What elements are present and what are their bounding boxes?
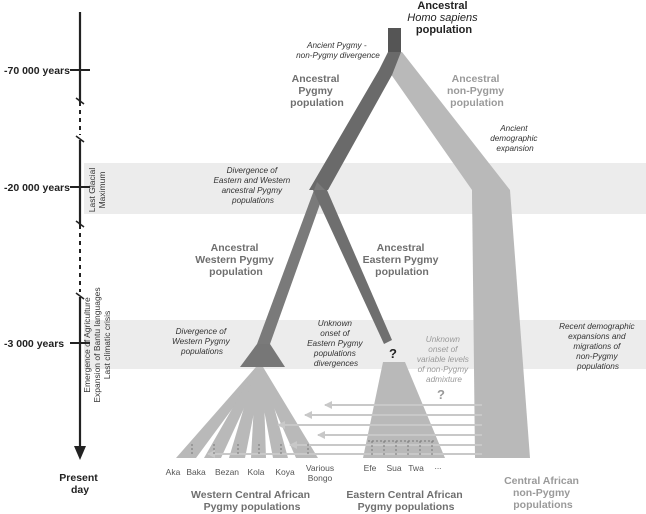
pop-label-sua: Sua	[386, 463, 401, 473]
eastern-population-labels: Efe Sua Twa ...	[364, 461, 442, 473]
ancestral-western-label: Ancestral Western Pygmy population	[195, 242, 277, 278]
ancestral-pygmy-label: Ancestral Pygmy population	[290, 73, 344, 109]
svg-text:Maximum: Maximum	[97, 172, 107, 209]
eastern-question-mark: ?	[389, 346, 397, 361]
pygmy-divergence-annotation: Ancient Pygmy - non-Pygmy divergence	[296, 41, 380, 60]
demographic-expansion-annotation: Ancient demographic expansion	[490, 124, 540, 153]
western-branch	[257, 182, 325, 344]
ancestral-homo-sapiens-label: Ancestral Homo sapiens population	[407, 0, 480, 36]
fan-finger-bongo	[256, 367, 318, 458]
western-fan	[176, 367, 318, 458]
nonpygmy-branch	[472, 190, 530, 458]
population-terminals	[191, 440, 436, 456]
pop-label-kola: Kola	[247, 467, 264, 477]
pygmy-lineage	[309, 52, 401, 190]
western-node	[240, 344, 285, 367]
fan-finger-bezan	[229, 367, 263, 458]
svg-text:Emergence of Agriculture: Emergence of Agriculture	[82, 297, 92, 393]
timeline	[70, 12, 90, 460]
present-day-label: Present day	[59, 472, 100, 496]
pop-label-bongo: Bongo	[308, 473, 333, 483]
fan-finger-aka	[176, 367, 263, 458]
east-west-divergence-annotation: Divergence of Eastern and Western ancest…	[213, 166, 292, 205]
pop-label-efe: Efe	[364, 463, 377, 473]
lgm-label: Last Glacial Maximum	[87, 168, 107, 213]
western-group-label: Western Central African Pygmy population…	[191, 489, 313, 513]
fan-finger-koya	[256, 367, 288, 458]
ancestral-eastern-label: Ancestral Eastern Pygmy population	[363, 242, 442, 278]
western-divergence-annotation: Divergence of Western Pygmy populations	[172, 327, 232, 356]
nonpygmy-group-label: Central African non-Pygmy populations	[504, 475, 582, 511]
eastern-group-label: Eastern Central African Pygmy population…	[346, 489, 465, 513]
western-population-labels: Aka Baka Bezan Kola Koya Various Bongo	[166, 463, 334, 483]
admixture-unknown-annotation: Unknown onset of variable levels of non-…	[417, 335, 471, 384]
fan-finger-baka	[204, 367, 263, 458]
lgm-band	[84, 163, 646, 214]
tick-label-20000: -20 000 years	[4, 182, 70, 194]
pop-label-koya: Koya	[275, 467, 295, 477]
ancestral-stem	[388, 28, 401, 52]
pop-label-ellipsis: ...	[434, 461, 441, 471]
tick-label-3000: -3 000 years	[4, 338, 64, 350]
pop-label-aka: Aka	[166, 467, 181, 477]
pop-label-baka: Baka	[186, 467, 206, 477]
admixture-arrows	[207, 401, 482, 458]
recent-expansion-annotation: Recent demographic expansions and migrat…	[559, 322, 637, 371]
svg-text:Last Glacial: Last Glacial	[87, 168, 97, 213]
pop-label-bezan: Bezan	[215, 467, 239, 477]
pop-label-twa: Twa	[408, 463, 424, 473]
admixture-question-mark: ?	[437, 387, 445, 402]
pop-label-various: Various	[306, 463, 334, 473]
holocene-band	[84, 320, 646, 369]
svg-text:Expansion of Bantu languages: Expansion of Bantu languages	[92, 287, 102, 402]
ancestral-nonpygmy-label: Ancestral non-Pygmy population	[447, 73, 507, 109]
svg-text:Last climatic crisis: Last climatic crisis	[102, 311, 112, 379]
tick-label-70000: -70 000 years	[4, 65, 70, 77]
eastern-branch	[313, 190, 392, 344]
holocene-events-label: Emergence of Agriculture Expansion of Ba…	[82, 287, 112, 402]
eastern-unknown-annotation: Unknown onset of Eastern Pygmy populatio…	[307, 319, 365, 368]
